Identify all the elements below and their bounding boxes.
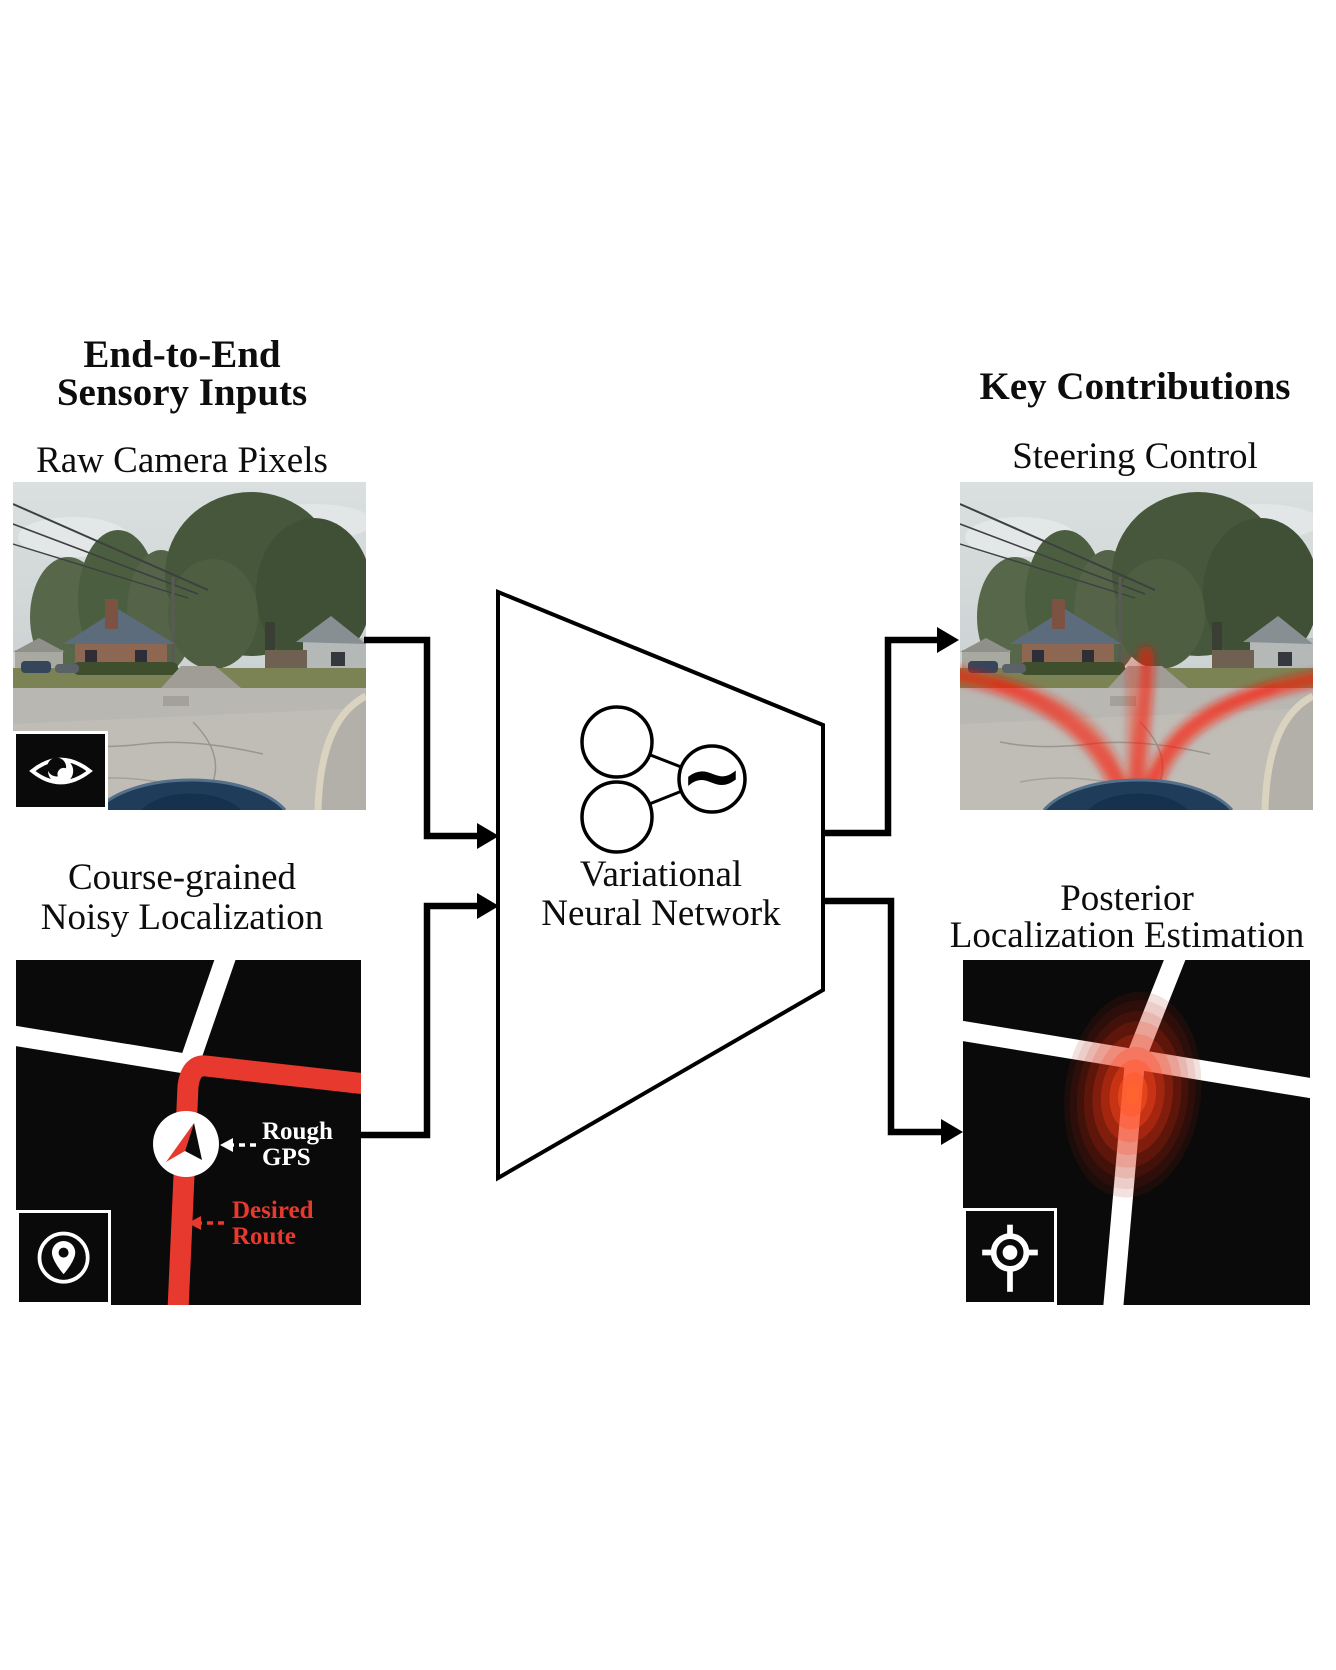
left-title-line1: End-to-End — [83, 333, 281, 376]
network-label: Variational Neural Network — [480, 855, 842, 933]
street-scene-illustration — [13, 482, 366, 810]
raw-camera-pixels-label: Raw Camera Pixels — [36, 440, 328, 481]
network-label-line2: Neural Network — [541, 893, 781, 934]
network-label-line1: Variational — [579, 854, 743, 895]
localization-input-label: Course-grained Noisy Localization — [0, 858, 370, 938]
desired-route-line1: Desired — [232, 1197, 314, 1224]
rough-gps-pointer-arrow — [220, 1138, 233, 1152]
network-node-circle — [580, 780, 654, 854]
left-column-title: End-to-End Sensory Inputs — [0, 333, 368, 414]
map-label-line1: Course-grained — [67, 857, 297, 898]
network-to-steering-arrow — [822, 636, 937, 837]
raw-camera-image — [13, 482, 366, 810]
desired-route-path — [167, 1055, 361, 1305]
steering-scene-illustration — [960, 482, 1313, 810]
right-column-title: Key Contributions — [979, 365, 1291, 408]
arrowhead-icon — [941, 1119, 963, 1145]
posterior-label-line1: Posterior — [1060, 878, 1194, 919]
camera-modality-badge — [13, 731, 108, 810]
location-pin-icon — [37, 1231, 90, 1284]
rough-gps-annotation: Rough GPS — [262, 1119, 333, 1171]
posterior-output-label: Posterior Localization Estimation — [912, 880, 1336, 954]
map-to-network-arrow — [360, 902, 477, 1139]
posterior-label-line2: Localization Estimation — [949, 915, 1305, 956]
rough-gps-line1: Rough — [262, 1118, 333, 1145]
steering-control-image — [960, 482, 1313, 810]
desired-route-pointer-arrow — [188, 1216, 201, 1230]
left-title-line2: Sensory Inputs — [56, 371, 308, 414]
steering-control-label: Steering Control — [1012, 436, 1258, 477]
navigation-arrow-icon — [166, 1123, 194, 1162]
posterior-localization-map — [963, 960, 1310, 1305]
steering-trajectory-overlay — [960, 646, 1313, 800]
map-label-line2: Noisy Localization — [40, 897, 324, 938]
arrowhead-icon — [937, 627, 959, 653]
posterior-modality-badge — [963, 1208, 1057, 1305]
rough-gps-line2: GPS — [262, 1144, 311, 1171]
desired-route-annotation: Desired Route — [232, 1198, 313, 1250]
crosshair-target-icon — [982, 1224, 1038, 1292]
desired-route-line2: Route — [232, 1223, 296, 1250]
localization-modality-badge — [16, 1210, 111, 1305]
network-node-circle — [580, 705, 654, 779]
noisy-localization-map: Rough GPS Desired Route — [16, 960, 361, 1305]
tilde-sampling-symbol: ~ — [680, 731, 744, 820]
eye-icon — [28, 757, 93, 784]
arrowhead-icon — [477, 823, 499, 849]
map-roads-illustration — [16, 960, 361, 1305]
camera-to-network-arrow — [364, 636, 477, 840]
sampling-node-circle — [677, 744, 747, 814]
